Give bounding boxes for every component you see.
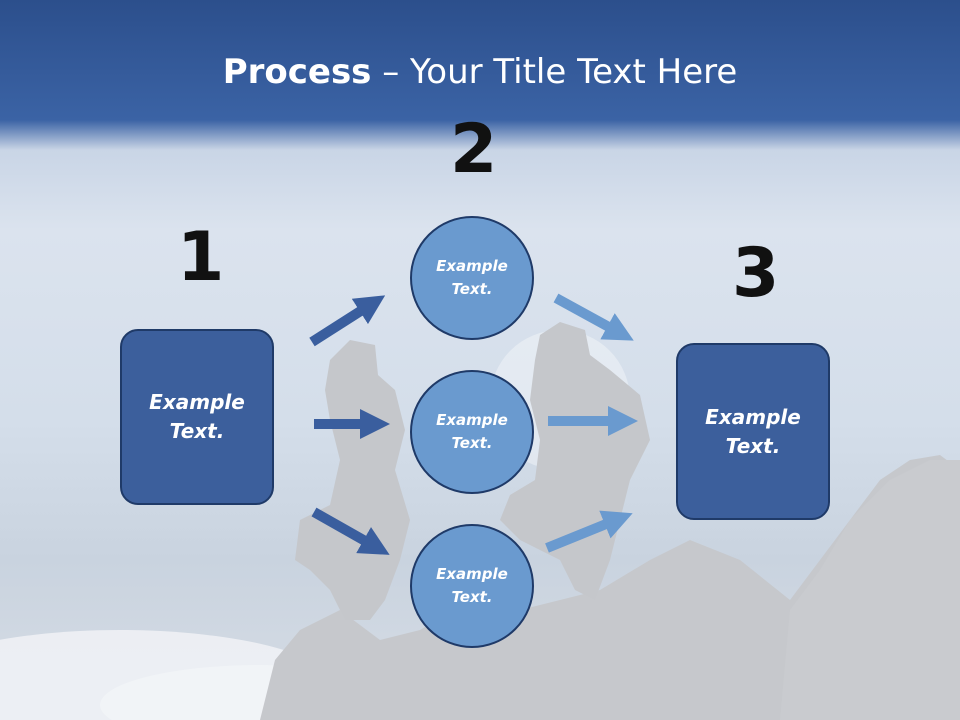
step-number-1: 1 [177, 218, 225, 297]
step-2-circle-bottom: Example Text. [410, 524, 534, 648]
step-3-box: Example Text. [676, 343, 830, 520]
step-3-text: Example Text. [705, 404, 801, 458]
step-number-3: 3 [732, 234, 780, 313]
circle-bottom-text: Example Text. [436, 565, 508, 606]
arrow-top-to-right [553, 293, 634, 341]
arrow-bottom-to-right [545, 510, 633, 553]
step-2-circle-top: Example Text. [410, 216, 534, 340]
step-number-2: 2 [450, 110, 498, 189]
step-1-text: Example Text. [149, 390, 245, 443]
circle-middle-text: Example Text. [436, 411, 508, 452]
step-2-circle-middle: Example Text. [410, 370, 534, 494]
circle-top-text: Example Text. [436, 257, 508, 298]
step-1-box: Example Text. [120, 329, 274, 505]
title-rest: – Your Title Text Here [371, 52, 738, 92]
arrow-left-to-bottom [311, 507, 390, 555]
slide-title: Process – Your Title Text Here [0, 52, 960, 92]
title-bold: Process [222, 52, 372, 92]
arrow-left-to-top [309, 295, 386, 347]
